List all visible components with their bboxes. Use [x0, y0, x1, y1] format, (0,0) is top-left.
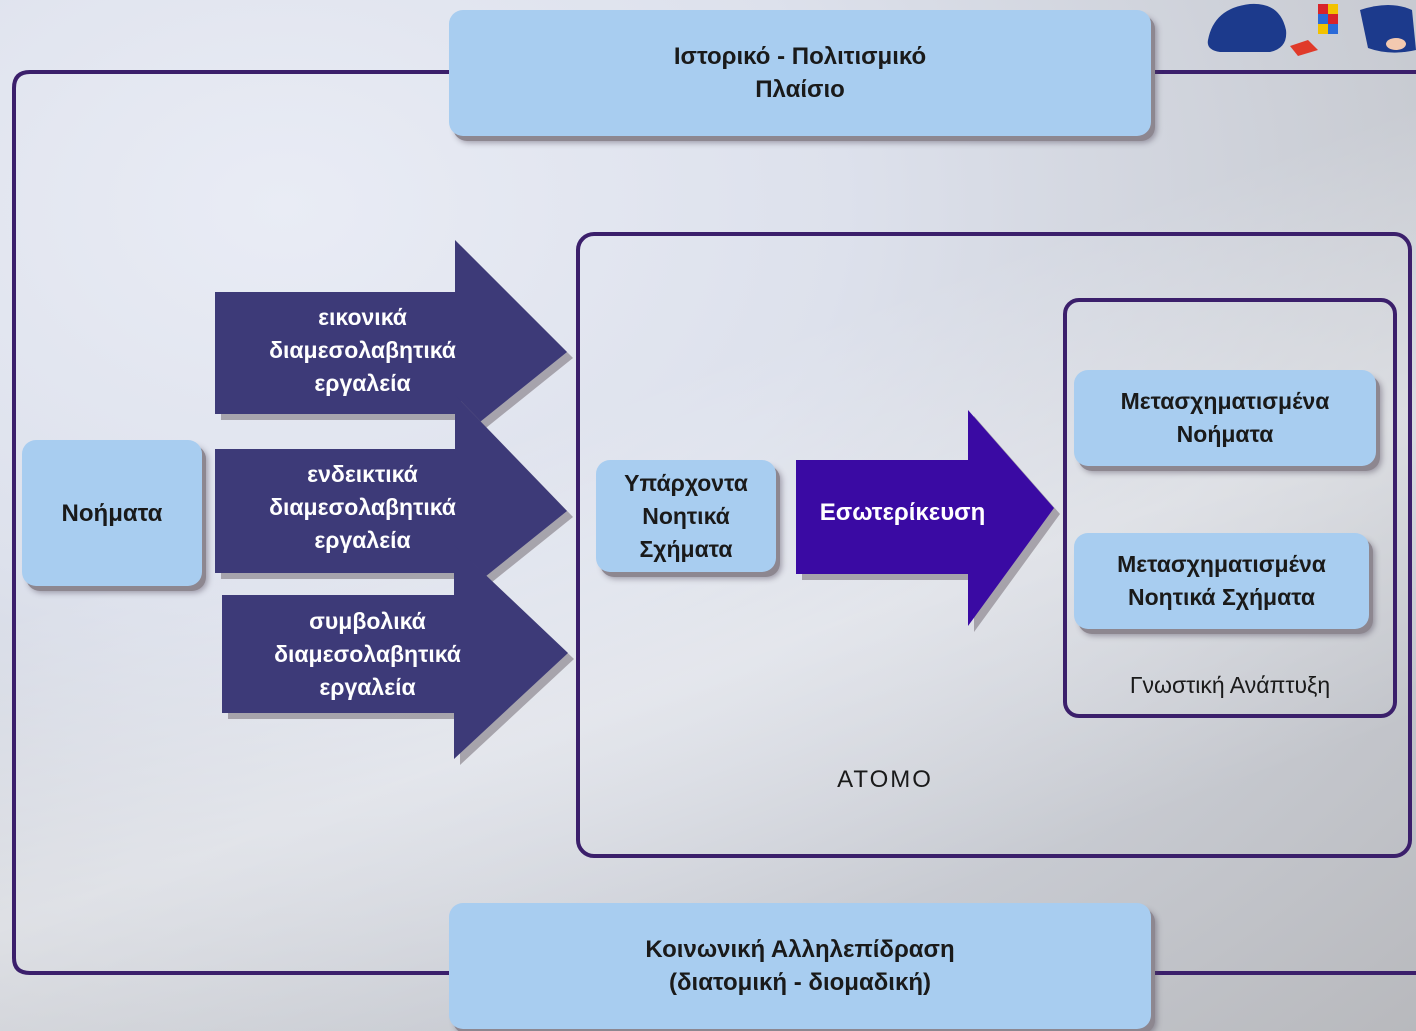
cognitive-development-frame [1063, 298, 1397, 718]
symbolic-tools-label: συμβολικά διαμεσολαβητικά εργαλεία [230, 604, 505, 704]
transformed-schemas-line-1: Μετασχηματισμένα [1117, 551, 1326, 577]
historical-cultural-context-box: Ιστορικό - Πολιτισμικό Πλαίσιο [449, 10, 1151, 136]
meanings-label: Νοήματα [61, 499, 163, 527]
transformed-meanings-box: Μετασχηματισμένα Νοήματα [1074, 370, 1376, 466]
symbolic-line-3: εργαλεία [319, 673, 416, 700]
transformed-schemas-line-2: Νοητικά Σχήματα [1127, 584, 1316, 610]
indexical-tools-label: ενδεικτικά διαμεσολαβητικά εργαλεία [225, 457, 500, 557]
iconic-line-2: διαμεσολαβητικά [269, 336, 456, 363]
iconic-tools-arrow [215, 240, 573, 448]
symbolic-line-1: συμβολικά [309, 607, 426, 634]
cognitive-development-label: Γνωστική Ανάπτυξη [1129, 672, 1331, 698]
internalization-arrow [796, 410, 1060, 632]
social-box-line-2: (διατομική - διομαδική) [669, 969, 931, 996]
context-box-line-2: Πλαίσιο [755, 76, 845, 103]
iconic-line-3: εργαλεία [314, 369, 411, 396]
indexical-line-1: ενδεικτικά [307, 460, 418, 487]
existing-line-3: Σχήματα [639, 535, 733, 562]
symbolic-tools-arrow [222, 545, 574, 765]
iconic-tools-label: εικονικά διαμεσολαβητικά εργαλεία [225, 300, 500, 400]
transformed-meanings-line-2: Νοήματα [1176, 421, 1274, 447]
indexical-line-2: διαμεσολαβητικά [269, 493, 456, 520]
existing-line-1: Υπάρχοντα [624, 469, 748, 496]
context-box-line-1: Ιστορικό - Πολιτισμικό [673, 43, 927, 70]
meanings-box: Νοήματα [22, 440, 202, 586]
existing-line-2: Νοητικά [642, 502, 730, 529]
social-interaction-box: Κοινωνική Αλληλεπίδραση (διατομική - διο… [449, 903, 1151, 1029]
social-box-line-1: Κοινωνική Αλληλεπίδραση [645, 936, 955, 963]
indexical-line-3: εργαλεία [314, 526, 411, 553]
transformed-meanings-line-1: Μετασχηματισμένα [1120, 388, 1330, 414]
internalization-label: Εσωτερίκευση [819, 498, 986, 526]
individual-label: ΑΤΟΜΟ [837, 766, 933, 793]
indexical-tools-arrow [215, 395, 573, 607]
iconic-line-1: εικονικά [318, 303, 407, 330]
existing-schemas-box: Υπάρχοντα Νοητικά Σχήματα [596, 460, 776, 572]
transformed-schemas-box: Μετασχηματισμένα Νοητικά Σχήματα [1074, 533, 1369, 629]
individual-frame [576, 232, 1412, 858]
mascot-illustration [1207, 3, 1416, 56]
symbolic-line-2: διαμεσολαβητικά [274, 640, 461, 667]
